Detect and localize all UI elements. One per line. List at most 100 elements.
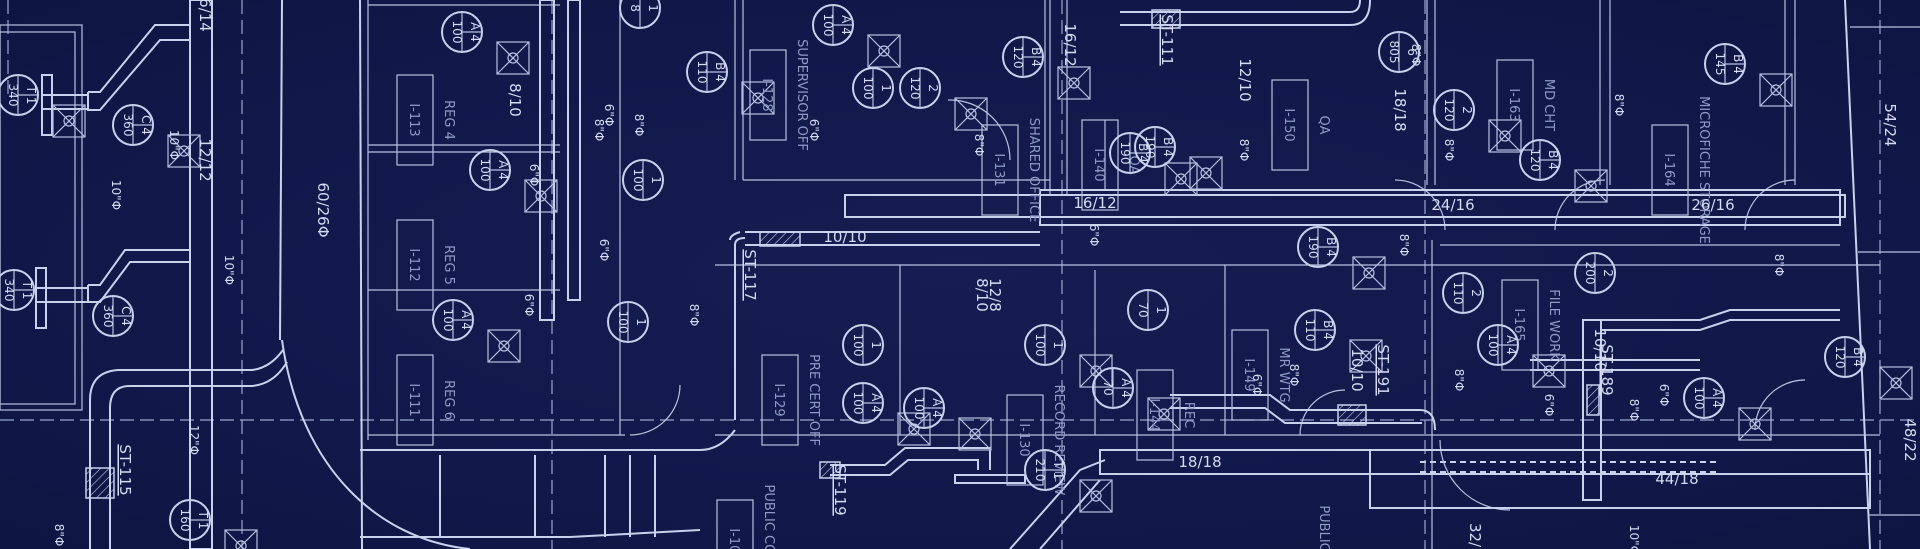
diffuser-type: A 4 (869, 393, 883, 413)
diffuser-type: B 4 (1546, 150, 1560, 170)
diffuser-type: B 4 (1731, 54, 1745, 74)
diffuser-type: T 1 (1051, 460, 1065, 480)
room-number: I-144 (1146, 398, 1161, 431)
door-swing (1754, 379, 1806, 431)
branch-size-label: 8"Φ (1627, 399, 1641, 422)
room-name: REC (1181, 402, 1196, 428)
branch-size-label: 8"Φ (687, 304, 701, 327)
branch-size-label: 8"Φ (592, 119, 606, 142)
diffuser-tag: 18 (619, 0, 661, 29)
diffuser-type: B 4 (713, 62, 727, 82)
diffuser-type: B 4 (1029, 47, 1043, 67)
diffuser-cfm: 70 (1101, 380, 1115, 395)
branch-size-label: 8"Φ (1237, 139, 1251, 162)
diffuser-cfm: 100 (478, 159, 492, 182)
branch-size-label: 10"Φ (222, 255, 236, 285)
diffuser-cfm: 100 (616, 311, 630, 334)
diffuser-type: 1 (646, 4, 660, 12)
diffuser-type: B 4 (1851, 347, 1865, 367)
room-number-box (716, 499, 754, 549)
diffuser-cfm: 100 (821, 14, 835, 37)
door-swing (1299, 389, 1346, 436)
branch-size-label: 6"Φ (522, 294, 536, 317)
diffuser-cfm: 210 (1033, 459, 1047, 482)
diffuser-cfm: 100 (450, 21, 464, 44)
ceiling-diffuser (1488, 119, 1522, 153)
duct-size-label: 26/16 (1691, 196, 1734, 214)
diffuser-tag: B 4 120 (1519, 139, 1561, 181)
diffuser-type: 1 (1051, 341, 1065, 349)
room-number: I-140 (1091, 148, 1106, 181)
diffuser-type: T 1 (196, 510, 210, 530)
duct-size-label: 18/18 (1178, 453, 1221, 471)
duct-size-labels: 6/1412/1260/26Φ16/1216/1212/1018/1824/16… (196, 0, 1919, 548)
diffuser-cfm: 100 (1033, 334, 1047, 357)
diffuser-type: B 4 (1136, 143, 1150, 163)
room-number-box (749, 49, 787, 141)
damper (85, 467, 115, 499)
room-name: RECORD REVIEW (1051, 385, 1066, 496)
room-number-box (1006, 394, 1044, 486)
duct-size-label: 60/26Φ (314, 182, 332, 237)
room-name: MR WTG (1276, 347, 1291, 402)
diffuser-type: T 1 (20, 280, 34, 300)
damper-tag: ST-191 (1374, 344, 1392, 395)
damper-tag: ST-115 (116, 444, 134, 495)
duct-size-label: 8/10 (973, 278, 991, 312)
ceiling-diffuser (1759, 73, 1793, 107)
diffuser-cfm: 100 (1486, 334, 1500, 357)
damper-tag: ST-119 (831, 464, 849, 515)
diffuser-cfm: 340 (2, 279, 16, 302)
ceiling-diffuser (487, 329, 521, 363)
ceiling-diffuser (167, 134, 201, 168)
diffuser-cfm: 100 (1692, 387, 1706, 410)
ceiling-diffuser (741, 81, 775, 115)
room-number: I-149 (1241, 358, 1256, 391)
door-swing (629, 384, 681, 436)
room-number-box (1081, 119, 1119, 211)
room-number: I-112 (406, 248, 421, 281)
duct-size-label: 54/24 (1881, 103, 1899, 146)
diffuser-tag: A 4 100 (469, 149, 511, 191)
room-name: REG 5 (441, 245, 456, 285)
room-number: I-111 (406, 383, 421, 416)
room-name: SUPERVISOR OFF (794, 39, 809, 151)
diffuser-cfm: 100 (851, 392, 865, 415)
branch-size-label: 6"Φ (602, 104, 616, 127)
branch-size-label: 6"Φ (807, 119, 821, 142)
diffuser-type: A 4 (496, 160, 510, 180)
diffuser-type: B 4 (1161, 137, 1175, 157)
duct-trunk (189, 0, 213, 549)
diffuser-type: B 4 (1324, 237, 1338, 257)
diffuser-cfm: 340 (6, 84, 20, 107)
room-number: I-131 (991, 153, 1006, 186)
duct-layer (35, 0, 1871, 549)
room-label: I-112 REG 5 (396, 219, 456, 311)
room-number: I-130 (1016, 423, 1031, 456)
branch-size-label: 6"Φ (597, 239, 611, 262)
diffuser-tag: T 1 340 (0, 269, 35, 311)
ceiling-diffuser (524, 179, 558, 213)
duct-size-label: 16/12 (1061, 23, 1079, 66)
diffuser-cfm: 120 (1528, 149, 1542, 172)
duct-main (1369, 449, 1871, 509)
room-number: I-150 (1281, 108, 1296, 141)
room-name: PRE CERT OFF (806, 354, 821, 446)
